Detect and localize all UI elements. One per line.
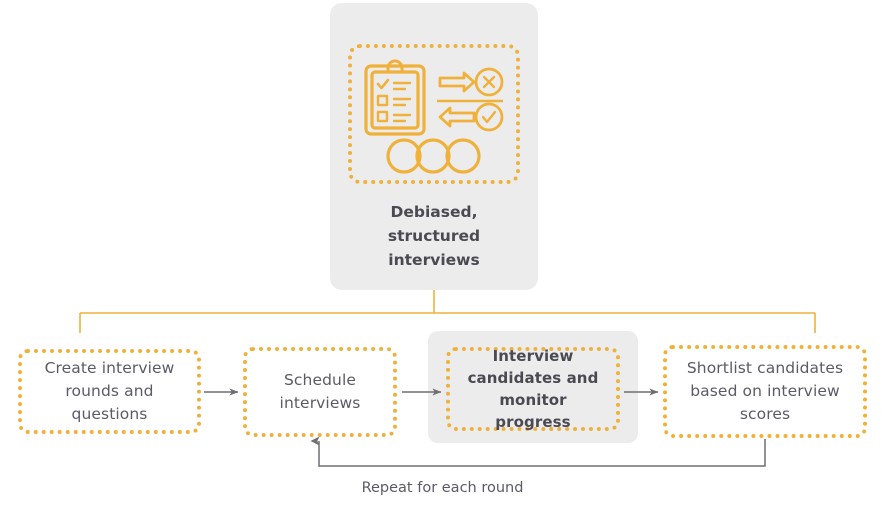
step-box-create-interview-rounds[interactable]: Create interview rounds and questions <box>18 349 201 434</box>
step-label-shortlist-candidates: Shortlist candidates based on interview … <box>686 359 844 423</box>
step-box-schedule-interviews[interactable]: Schedule interviews <box>243 347 397 437</box>
hero-caption-line-1: Debiased, <box>390 203 478 221</box>
step-label-interview-candidates: Interview candidates and monitor progres… <box>467 347 599 431</box>
step-label-create-interview-rounds: Create interview rounds and questions <box>44 359 175 423</box>
feedback-loop-path <box>310 436 766 467</box>
hero-icon-frame <box>348 44 520 184</box>
step-box-shortlist-candidates[interactable]: Shortlist candidates based on interview … <box>663 345 867 438</box>
step-label-schedule-interviews: Schedule interviews <box>279 371 361 412</box>
hero-caption-line-2: structured <box>387 227 481 245</box>
hero-caption-line-3: interviews <box>388 251 480 269</box>
step-box-interview-candidates[interactable]: Interview candidates and monitor progres… <box>446 347 620 431</box>
hero-caption: Debiased, structured interviews <box>330 200 538 272</box>
loop-caption: Repeat for each round <box>361 480 524 496</box>
